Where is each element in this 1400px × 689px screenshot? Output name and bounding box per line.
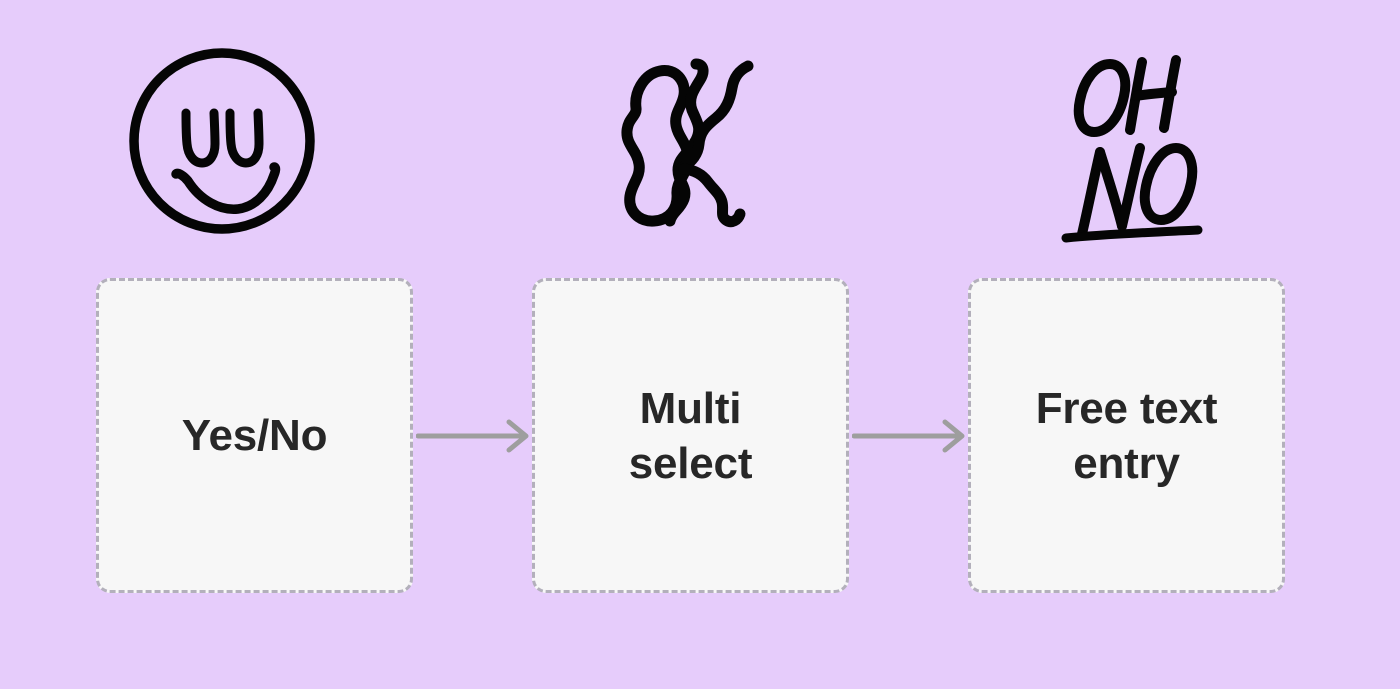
flow-step-label: Yes/No	[181, 411, 328, 460]
flow-step-card-multi-select[interactable]: Multi select	[532, 278, 849, 593]
flow-step-label: Multi select	[628, 383, 753, 488]
flow-step-label: Free text entry	[1035, 383, 1218, 488]
flow-step-card-free-text-entry[interactable]: Free text entry	[968, 278, 1285, 593]
smiley-face-icon	[124, 43, 320, 239]
wobbly-ok-text-icon	[592, 50, 782, 235]
arrow-right-icon	[415, 419, 536, 453]
flow-step-card-yes-no[interactable]: Yes/No	[96, 278, 413, 593]
arrow-right-icon	[851, 419, 972, 453]
oh-no-handwritten-icon	[1058, 48, 1218, 248]
